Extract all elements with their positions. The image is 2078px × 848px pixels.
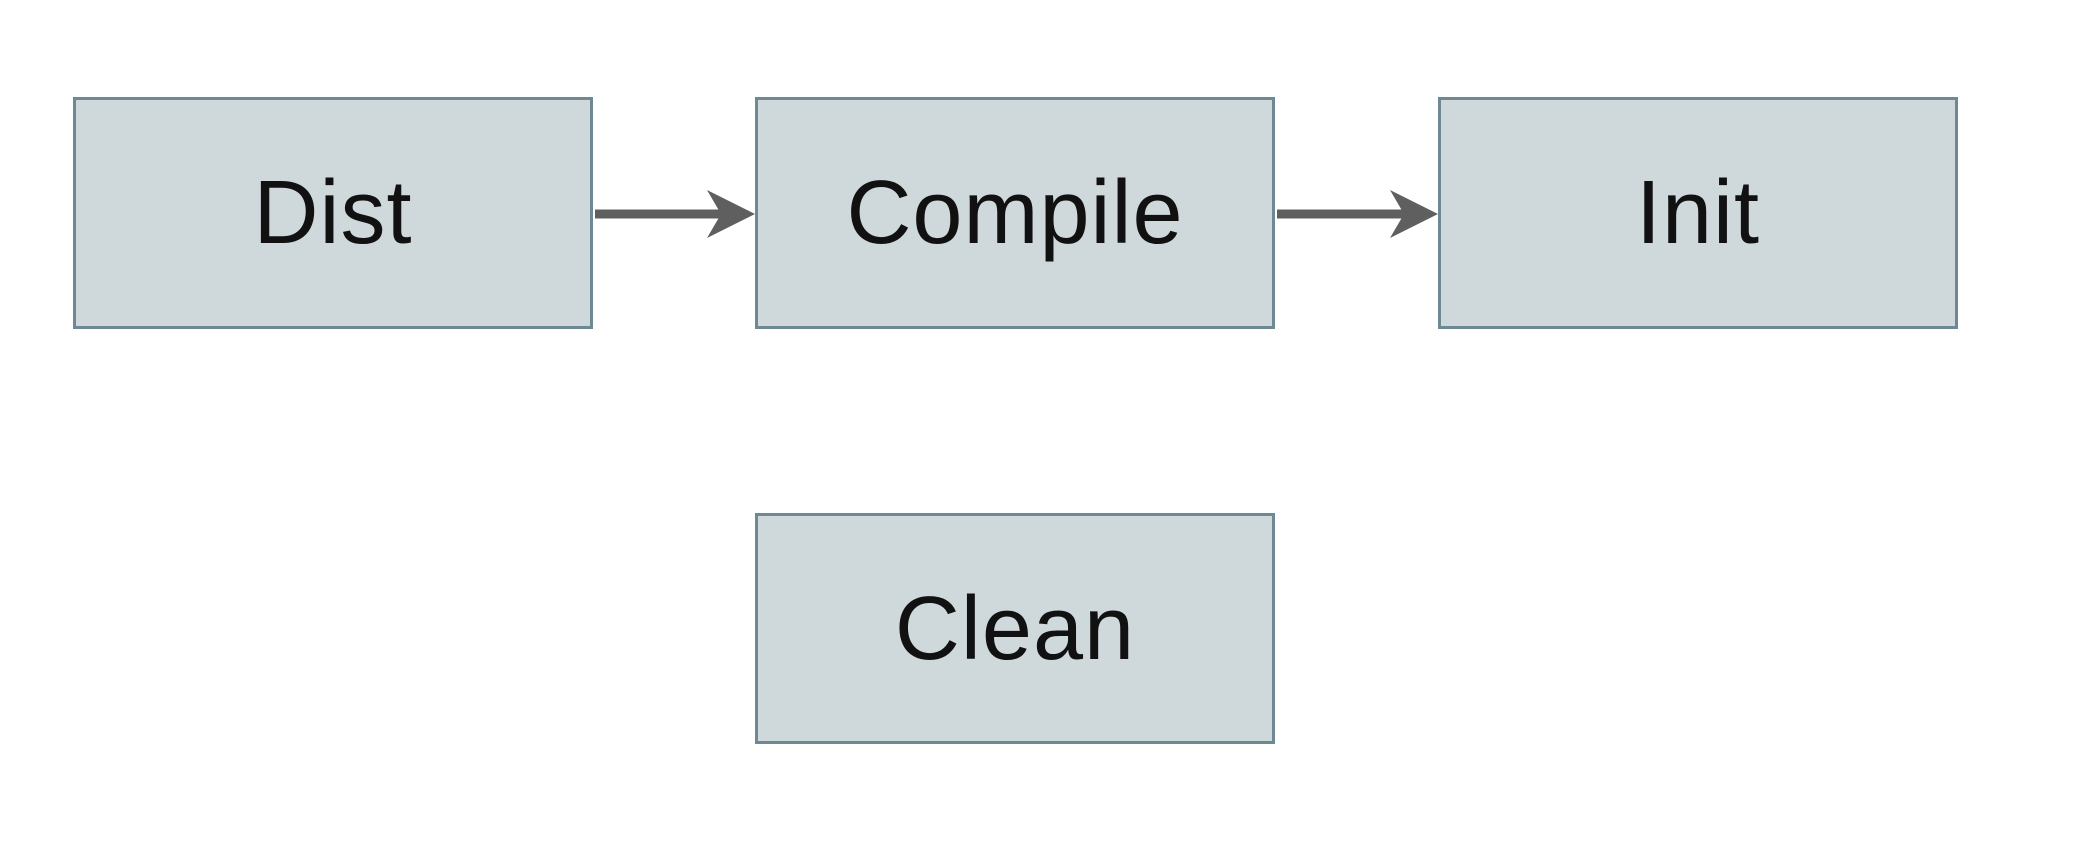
arrowhead-icon: [1390, 190, 1438, 238]
arrowhead-icon: [707, 190, 755, 238]
arrow-compile-to-init: [1277, 190, 1438, 238]
node-clean-label: Clean: [894, 578, 1136, 679]
node-dist-label: Dist: [253, 163, 413, 263]
node-compile: Compile: [755, 97, 1275, 329]
node-dist: Dist: [73, 97, 593, 329]
node-clean: Clean: [755, 513, 1275, 744]
arrow-dist-to-compile: [595, 190, 755, 238]
node-init-label: Init: [1635, 163, 1761, 263]
node-init: Init: [1438, 97, 1958, 329]
node-compile-label: Compile: [846, 163, 1184, 263]
